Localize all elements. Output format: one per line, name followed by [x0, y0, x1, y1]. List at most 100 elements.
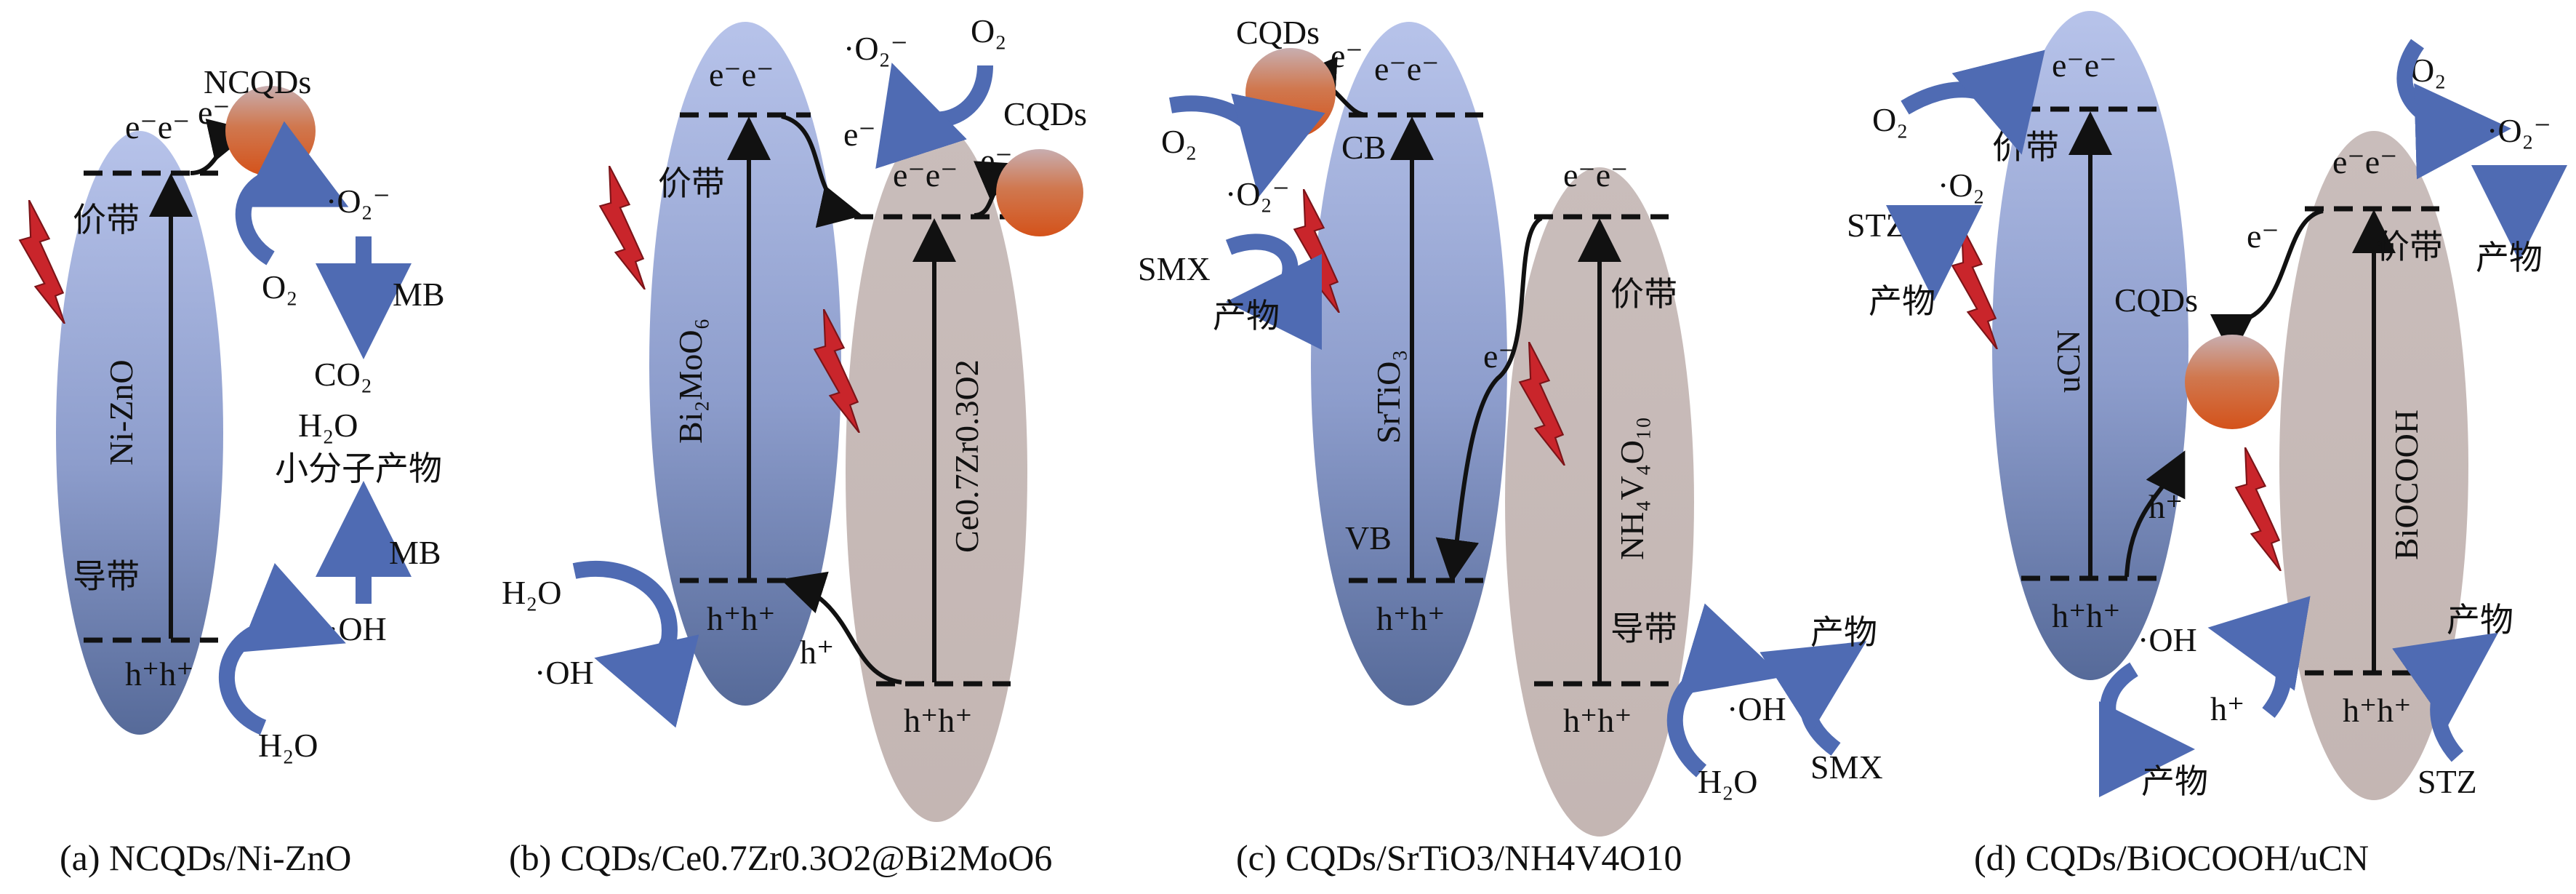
- electrons-right-b: e⁻e⁻: [893, 156, 958, 193]
- holes-right-b: h⁺h⁺: [904, 702, 973, 739]
- bi2moo6-band-ellipse: [649, 22, 841, 706]
- holes-left-c: h⁺h⁺: [1376, 600, 1445, 637]
- stz-br-d: STZ: [2417, 763, 2477, 800]
- superoxide-left-d: ·O₂: [1938, 167, 1985, 204]
- stz-left-d: STZ: [1847, 207, 1906, 244]
- mb-top-a: MB: [393, 276, 445, 313]
- o2-left-d: O₂: [1872, 101, 1908, 138]
- superoxide-c: ·O₂⁻: [1225, 175, 1290, 212]
- cqd-label-c: CQDs: [1236, 14, 1320, 51]
- light-bolt-d1: [1951, 226, 1999, 349]
- product-left-d: 产物: [1869, 283, 1935, 320]
- hydroxyl-a: ·OH: [327, 610, 387, 647]
- product-br-d: 产物: [2447, 602, 2513, 639]
- light-bolt-d2: [2235, 447, 2282, 571]
- cqd-label-a: NCQDs: [204, 63, 311, 100]
- panel-a: NCQDs e⁻e⁻ e⁻ 价带 导带 h⁺h⁺ Ni-ZnO O₂ ·O₂⁻ …: [19, 63, 445, 878]
- o2-arrow-c: [1168, 93, 1325, 198]
- o2-arrow-b: [875, 63, 993, 169]
- caption-b: (b) CQDs/Ce0.7Zr0.3O2@Bi2MoO6: [509, 837, 1052, 878]
- electron-single-a: e⁻: [198, 94, 230, 131]
- caption-a: (a) NCQDs/Ni-ZnO: [60, 837, 351, 878]
- cqd-dot-b: [996, 149, 1083, 236]
- hydroxyl-b: ·OH: [534, 654, 594, 691]
- superoxide-b: ·O₂⁻: [843, 30, 908, 67]
- h2o-arrow-c: [1666, 603, 1783, 778]
- semiconductor-left-c: SrTiO₃: [1370, 350, 1407, 444]
- electrons-right-d: e⁻e⁻: [2332, 143, 2397, 180]
- hole-path-d: [2124, 450, 2186, 578]
- hole-single-d: h⁺: [2148, 488, 2183, 525]
- smx-right-c: SMX: [1810, 749, 1883, 786]
- cqd-label-d: CQDs: [2114, 282, 2198, 319]
- semiconductor-right-d: BiOCOOH: [2388, 410, 2425, 560]
- h2o-c: H₂O: [1698, 763, 1757, 800]
- ni-zno-band-ellipse: [56, 131, 223, 735]
- band-label-right-d: 价带: [2376, 228, 2443, 266]
- caption-d: (d) CQDs/BiOCOOH/uCN: [1974, 837, 2369, 878]
- hole-single-b: h⁺: [800, 634, 834, 671]
- band-label-left-d: 价带: [1992, 129, 2059, 166]
- band-label-b: 价带: [658, 165, 725, 202]
- superoxide-right-d: ·O₂⁻: [2487, 112, 2551, 149]
- semiconductor-right-b: Ce0.7Zr0.3O2: [948, 359, 985, 553]
- small-products-a: 小分子产物: [275, 450, 442, 487]
- product-right-c: 产物: [1810, 614, 1877, 651]
- mb-bottom-a: MB: [389, 534, 441, 571]
- holes-left-b: h⁺h⁺: [707, 600, 776, 637]
- o2-b: O₂: [971, 12, 1006, 49]
- smx-left-c: SMX: [1138, 250, 1211, 287]
- o2-arrow-left-d: [1901, 49, 2045, 155]
- holes-right-c: h⁺h⁺: [1563, 702, 1632, 739]
- electron-path-b: [781, 114, 863, 228]
- hydroxyl-arrow-d: [2207, 596, 2311, 718]
- o2-arrow-a: [235, 121, 349, 266]
- co2-a: CO₂: [314, 356, 372, 393]
- band-label-lower-a: 导带: [73, 558, 140, 595]
- h2o-arrow-b: [572, 560, 699, 728]
- hydroxyl-c: ·OH: [1727, 690, 1786, 727]
- h2o-arrow-a: [218, 563, 346, 735]
- cqd-label-b: CQDs: [1003, 95, 1087, 132]
- electrons-right-c: e⁻e⁻: [1563, 156, 1628, 193]
- cqd-dot-d: [2185, 335, 2279, 429]
- panel-c: CQDs e⁻ e⁻e⁻ CB SrTiO₃ VB h⁺h⁺ e⁻ e⁻e⁻ 价…: [1138, 14, 1883, 878]
- light-bolt-a: [19, 200, 66, 324]
- semiconductor-a: Ni-ZnO: [103, 359, 140, 466]
- semiconductor-right-c: NH₄V₄O₁₀: [1613, 417, 1650, 560]
- semiconductor-left-d: uCN: [2050, 330, 2087, 393]
- light-bolt-b1: [599, 166, 646, 290]
- o2-c: O₂: [1161, 123, 1197, 160]
- electron-single-2-c: e⁻: [1483, 338, 1516, 375]
- vb-c: VB: [1345, 519, 1392, 556]
- band-label-lower-c: 导带: [1610, 610, 1677, 647]
- electron-single-d: e⁻: [2247, 217, 2279, 255]
- h2o-b: H₂O: [502, 574, 561, 611]
- o2-arrow-right-d: [2396, 39, 2511, 180]
- panel-d: e⁻e⁻ 价带 uCN h⁺h⁺ h⁺ CQDs e⁻ e⁻e⁻ 价带 BiOC…: [1847, 11, 2567, 878]
- holes-a: h⁺h⁺: [125, 655, 194, 693]
- hole-mid-d: h⁺: [2210, 690, 2244, 727]
- band-label-upper-c: 价带: [1610, 276, 1677, 313]
- smx-arrow-c: [1225, 234, 1323, 350]
- h2o-product-a: H₂O: [298, 407, 358, 444]
- electrons-left-b: e⁻e⁻: [709, 56, 774, 93]
- superoxide-a: ·O₂⁻: [326, 183, 390, 220]
- product-right-d: 产物: [2476, 239, 2543, 276]
- product-left-c: 产物: [1213, 298, 1280, 335]
- product-arrow-bottom-d: [2098, 662, 2195, 797]
- smx-arrow-right-c: [1760, 641, 1867, 756]
- electrons-left-d: e⁻e⁻: [2052, 47, 2116, 84]
- electron-path-c: [1435, 216, 1543, 583]
- band-label-upper-a: 价带: [73, 201, 140, 239]
- product-bottom-d: 产物: [2141, 763, 2208, 800]
- electrons-a: e⁻e⁻: [125, 108, 190, 145]
- stz-arrow-br-d: [2392, 632, 2499, 762]
- electrons-left-c: e⁻e⁻: [1374, 50, 1439, 87]
- panel-b: e⁻e⁻ e⁻ 价带 Bi₂MoO₆ h⁺h⁺ h⁺ e⁻e⁻ e⁻ Ce0.7…: [502, 12, 1087, 878]
- caption-c: (c) CQDs/SrTiO3/NH4V4O10: [1236, 837, 1682, 878]
- electron-single-b: e⁻: [843, 116, 876, 153]
- electron-single-c: e⁻: [1331, 37, 1363, 74]
- semiconductor-left-b: Bi₂MoO₆: [672, 318, 709, 444]
